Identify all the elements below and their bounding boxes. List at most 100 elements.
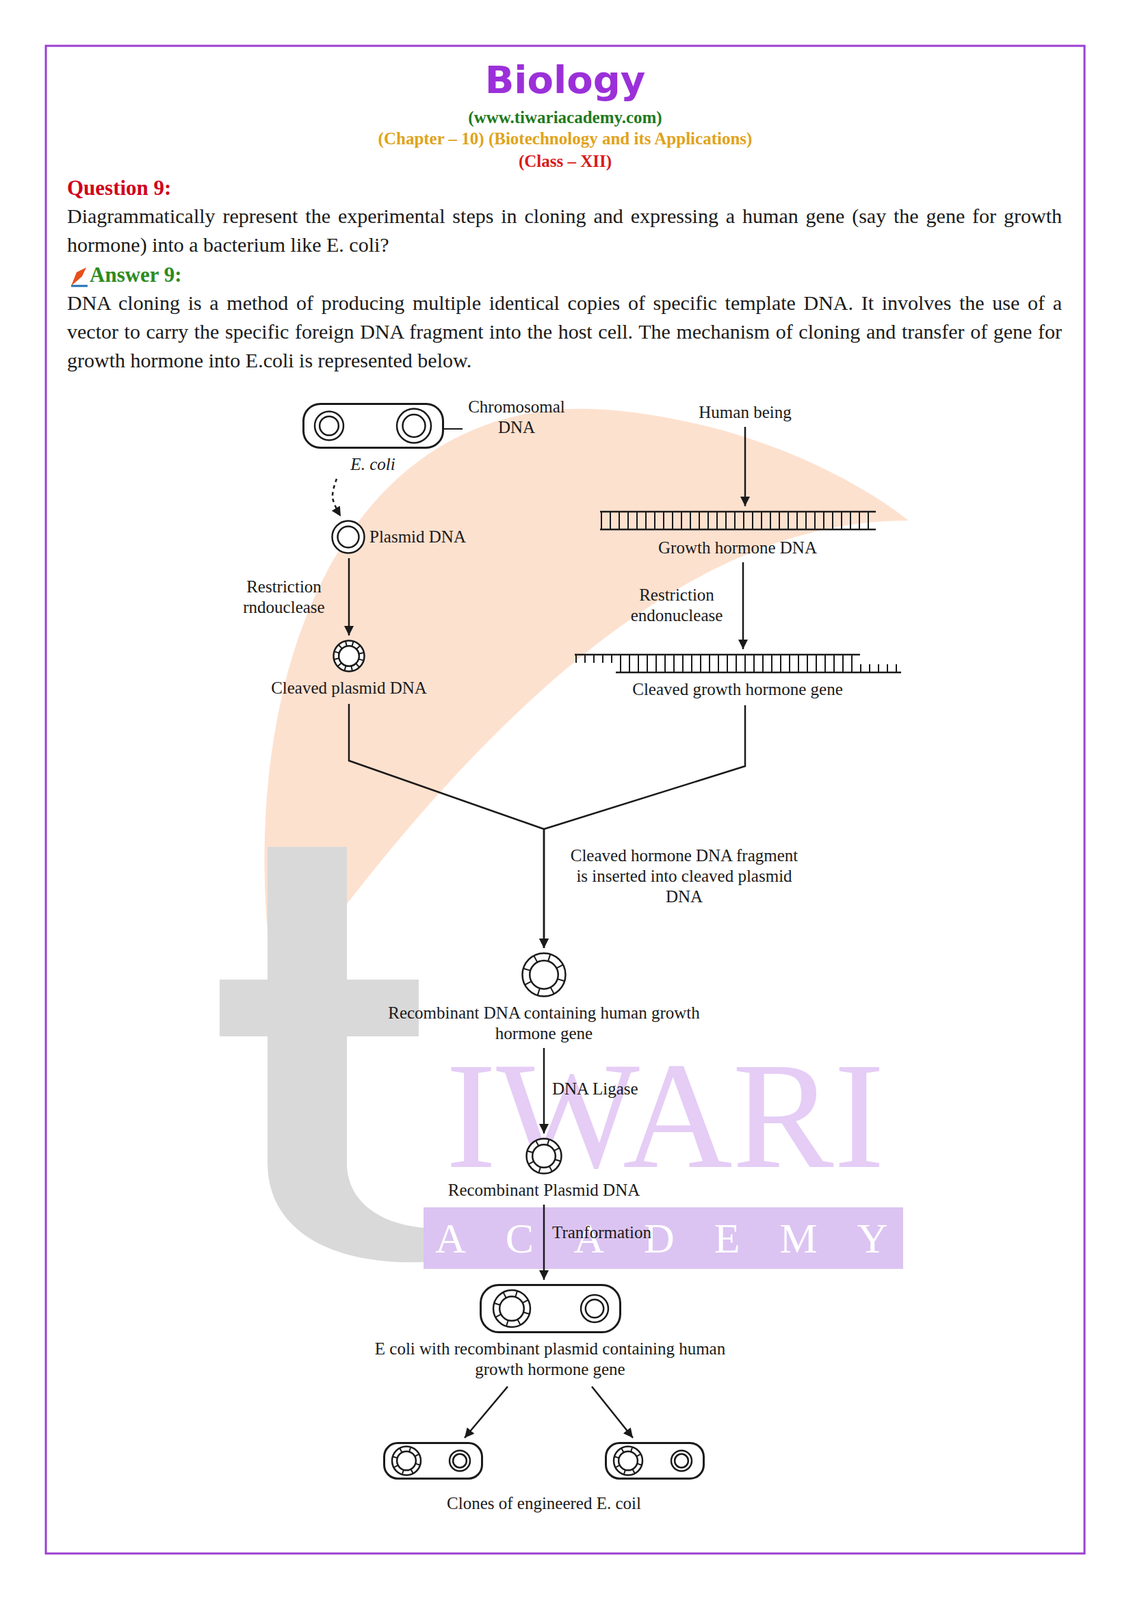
shape-group [333, 641, 364, 672]
recombinant-dna: Recombinant DNA containing human growth … [383, 952, 705, 1045]
node-label: Recombinant DNA containing human growth … [383, 1003, 705, 1045]
shape-group [384, 1443, 705, 1480]
ring-spoke [358, 658, 364, 661]
base-pair [814, 511, 816, 530]
process-arrow [332, 478, 341, 517]
process-arrow [744, 426, 747, 507]
base-pair [645, 511, 647, 530]
base-pair [664, 654, 666, 673]
base-pair [851, 654, 853, 673]
base-pair [636, 511, 638, 530]
plasmid-ring [522, 953, 566, 997]
base-pair [787, 511, 789, 530]
ring-spoke [523, 968, 531, 971]
ring-spoke [502, 1292, 506, 1298]
ring-spoke [523, 1312, 530, 1315]
base-pair [680, 511, 683, 530]
base-pair [886, 664, 889, 673]
node-shape [521, 952, 567, 998]
base-pair [708, 654, 711, 673]
leaf-watermark [264, 408, 909, 1001]
ring-spoke [522, 1300, 528, 1303]
base-pair [815, 654, 817, 673]
dna-strand [600, 511, 876, 514]
ring-spoke [615, 1465, 620, 1468]
website: (www.tiwariacademy.com) [45, 106, 1085, 129]
ring-spoke [624, 1470, 626, 1476]
ring-spoke [409, 1447, 411, 1452]
plasmid-ring [674, 1454, 689, 1469]
node-label: Cleaved growth hormone gene [632, 679, 843, 700]
base-pair [627, 511, 629, 530]
transformed-bacterium: E coli with recombinant plasmid containi… [358, 1284, 742, 1381]
dna-strand [615, 671, 902, 674]
ring-spoke [345, 641, 347, 646]
shape-group [526, 1139, 562, 1175]
base-pair [797, 654, 800, 673]
base-pair [805, 511, 807, 530]
base-pair [832, 511, 834, 530]
process-arrow [591, 1386, 633, 1439]
base-pair [655, 654, 657, 673]
shape-group [522, 953, 566, 997]
base-pair [823, 511, 825, 530]
pencil-base [71, 285, 88, 288]
shape-group [574, 654, 902, 673]
base-pair [698, 511, 700, 530]
plasmid-ring [319, 416, 339, 436]
ring-spoke [337, 663, 342, 667]
base-pair [744, 654, 746, 673]
base-pair [877, 664, 880, 673]
base-pair [618, 511, 620, 530]
watermark-band-text: ACADEMY [435, 1212, 908, 1265]
ring-spoke [630, 1447, 633, 1452]
base-pair [860, 664, 862, 673]
base-pair [628, 654, 631, 673]
node-label: E coli with recombinant plasmid containi… [358, 1339, 742, 1381]
question-text: Diagrammatically represent the experimen… [67, 201, 1062, 260]
plasmid: Plasmid DNA [331, 520, 466, 555]
base-pair [842, 654, 844, 673]
base-pair [762, 654, 764, 673]
ring-spoke [550, 987, 555, 994]
base-pair [637, 654, 640, 673]
step-label: DNA Ligase [552, 1079, 639, 1100]
base-pair [833, 654, 835, 673]
bacterium-cell [303, 404, 443, 449]
base-pair [717, 654, 720, 673]
bacterial-clones: Clones of engineered E. coil [383, 1442, 705, 1515]
plasmid-ring [314, 411, 344, 441]
cleaved-plasmid: Cleaved plasmid DNA [270, 639, 427, 699]
base-pair [699, 654, 702, 673]
plasmid-ring [585, 1300, 603, 1318]
plasmid-ring [402, 414, 425, 438]
ring-spoke [548, 954, 551, 962]
recombinant-plasmid: Recombinant Plasmid DNA [448, 1137, 641, 1201]
ring-spoke [402, 1470, 404, 1476]
bacterium-cell [384, 1443, 483, 1480]
ring-spoke [356, 645, 361, 650]
base-pair [602, 654, 604, 663]
node-label: Recombinant Plasmid DNA [448, 1180, 641, 1201]
base-pair [609, 511, 611, 530]
ring-spoke [556, 964, 563, 969]
plasmid-ring [618, 1451, 638, 1472]
base-pair [673, 654, 675, 673]
base-pair [868, 664, 871, 673]
base-pair [895, 664, 897, 673]
process-arrow [348, 704, 544, 949]
plasmid-ring [493, 1290, 531, 1328]
ring-spoke [517, 1319, 520, 1326]
ring-spoke [515, 1291, 518, 1298]
base-pair [769, 511, 772, 530]
step-label: Restriction rndouclease [225, 576, 343, 618]
base-pair [663, 511, 665, 530]
node-label: Cleaved plasmid DNA [270, 678, 427, 699]
ring-spoke [495, 1314, 501, 1318]
ring-spoke [333, 658, 339, 660]
base-pair [760, 511, 763, 530]
node-shape [479, 1284, 622, 1334]
ring-spoke [333, 651, 339, 653]
ring-spoke [554, 1159, 561, 1162]
